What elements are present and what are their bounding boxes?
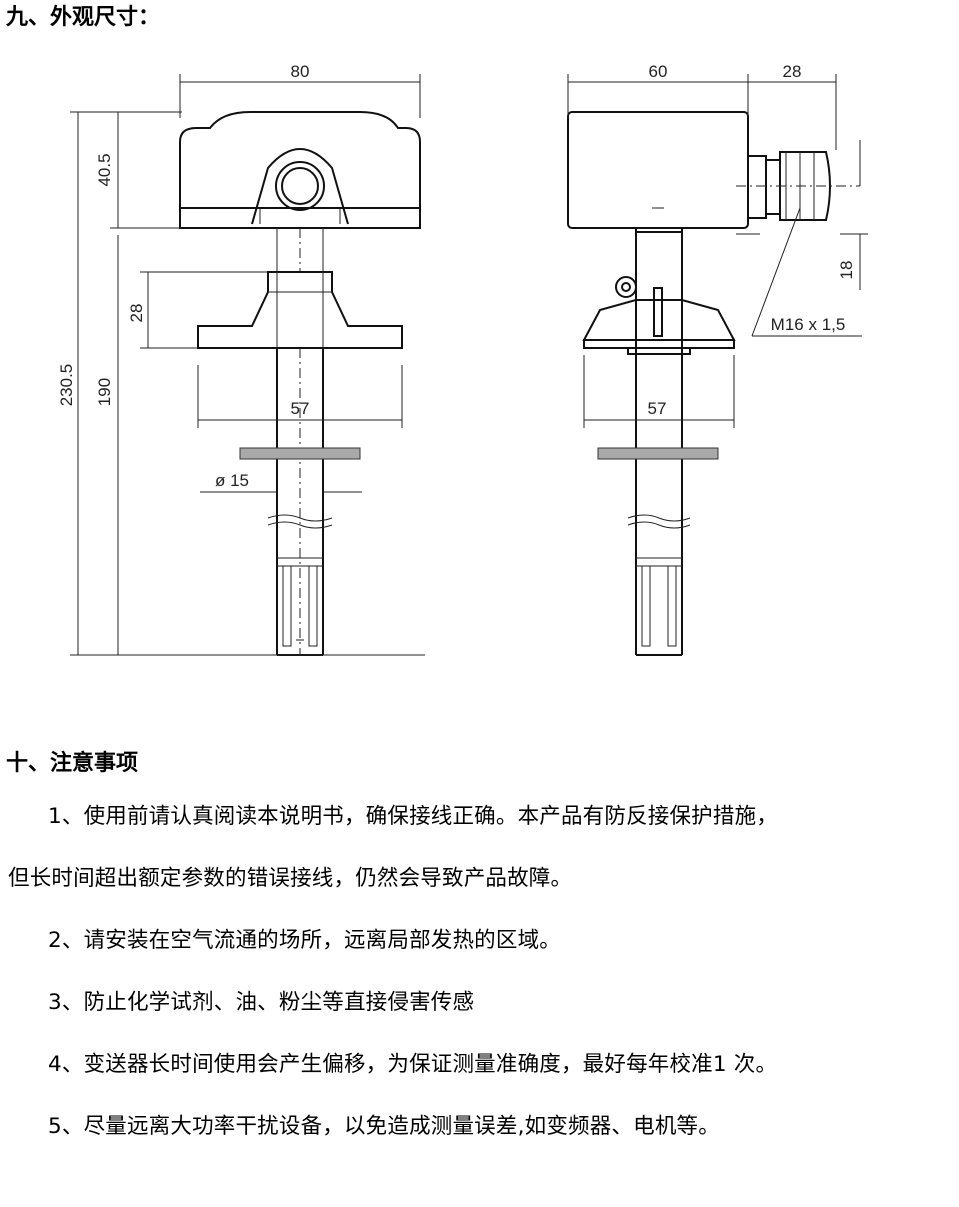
dim-57-side: 57 [648,399,667,418]
precaution-1-line-2: 但长时间超出额定参数的错误接线，仍然会导致产品故障。 [8,866,573,891]
dim-230-5: 230.5 [57,364,76,407]
dim-28-flange: 28 [127,304,146,323]
dim-diameter: ø 15 [215,471,249,490]
dimension-drawing: 80 230.5 40.5 190 28 57 ø 15 [57,62,868,656]
dim-40-5: 40.5 [95,153,114,186]
precaution-2: 2、请安装在空气流通的场所，远离局部发热的区域。 [48,928,561,953]
section-heading-precautions: 十、注意事项 [6,751,139,776]
side-view: 60 28 18 M16 x 1,5 57 [567,62,868,656]
precaution-1-line-1: 1、使用前请认真阅读本说明书，确保接线正确。本产品有防反接保护措施， [48,804,778,829]
precaution-5: 5、尽量远离大功率干扰设备，以免造成测量误差,如变频器、电机等。 [48,1114,720,1139]
precaution-4: 4、变送器长时间使用会产生偏移，为保证测量准确度，最好每年校准1 次。 [48,1052,778,1077]
thread-spec: M16 x 1,5 [771,315,846,334]
dim-18: 18 [837,261,856,280]
dim-60: 60 [649,62,668,81]
dim-190: 190 [95,378,114,406]
dim-28-gland: 28 [783,62,802,81]
front-view: 80 230.5 40.5 190 28 57 ø 15 [57,62,425,656]
section-heading-dimensions: 九、外观尺寸： [6,5,161,30]
precaution-3: 3、防止化学试剂、油、粉尘等直接侵害传感 [48,990,475,1015]
dim-57-front: 57 [291,399,310,418]
dim-80: 80 [291,62,310,81]
